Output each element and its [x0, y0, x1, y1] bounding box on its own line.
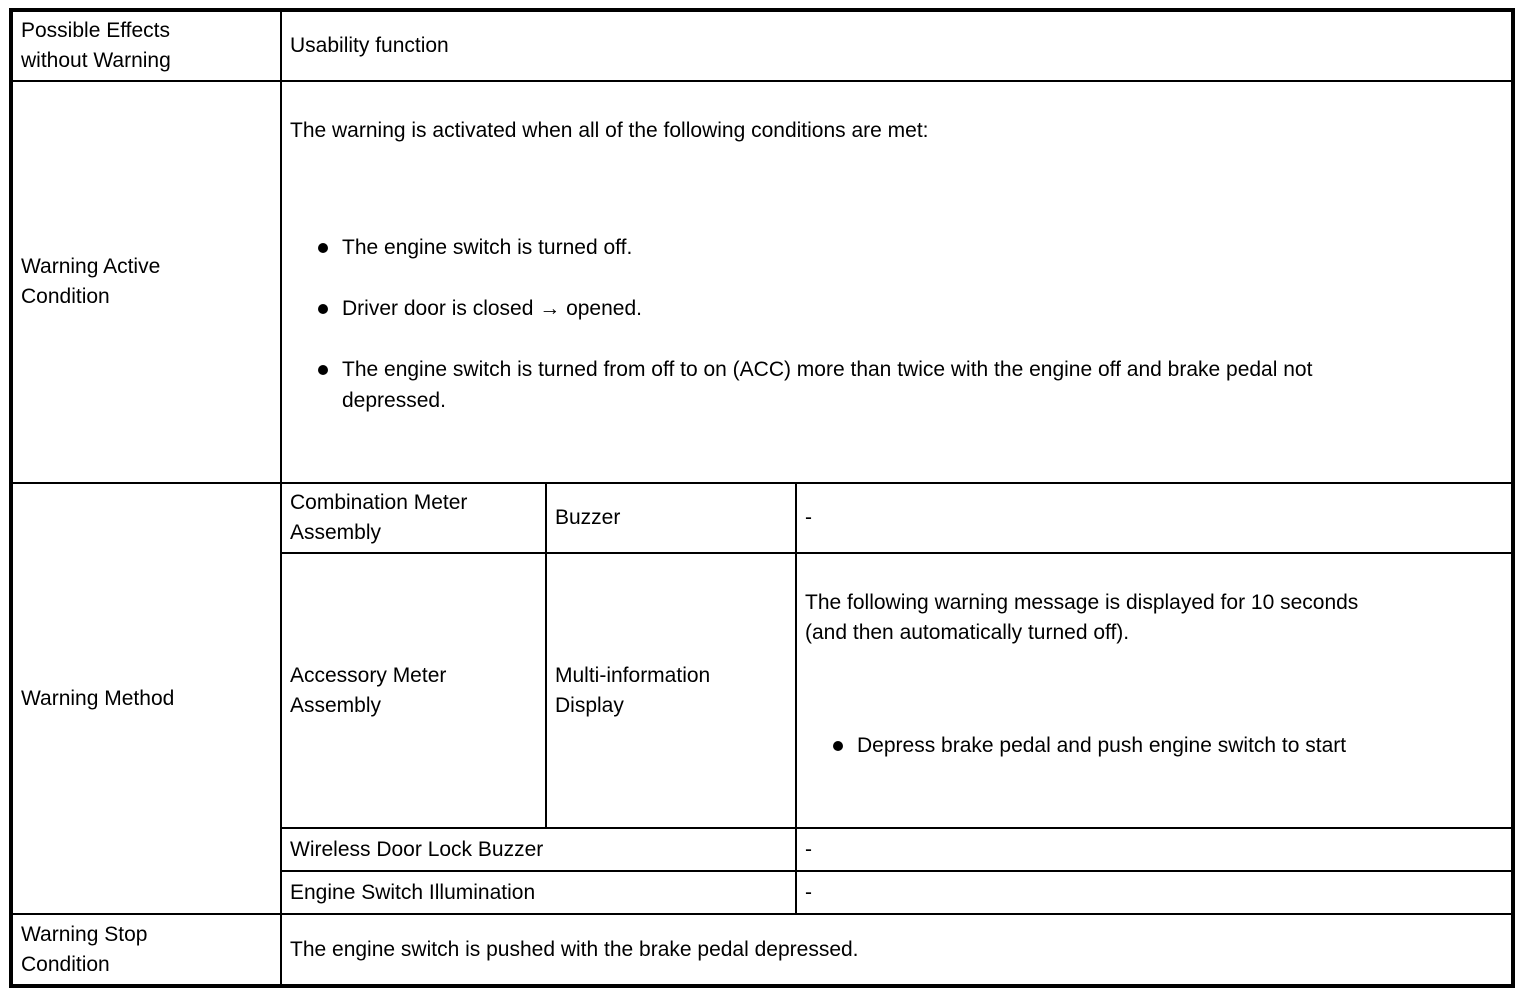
condition-text: The engine switch is turned from off to …	[342, 358, 1313, 412]
list-item: Driver door is closed → opened.	[318, 293, 1503, 324]
possible-effects-label: Possible Effects without Warning	[10, 9, 282, 82]
warning-message-list: Depress brake pedal and push engine swit…	[805, 700, 1503, 791]
row-possible-effects: Possible Effects without Warning Usabili…	[10, 9, 1514, 82]
method-component: Combination Meter Assembly	[280, 482, 547, 554]
bullet-icon	[318, 365, 328, 375]
warning-active-condition-list: The engine switch is turned off. Driver …	[290, 202, 1503, 446]
method-component: Accessory Meter Assembly	[280, 552, 547, 829]
row-warning-active-condition: Warning Active Condition The warning is …	[10, 80, 1514, 484]
warning-message-text: Depress brake pedal and push engine swit…	[857, 734, 1347, 757]
warning-stop-condition-label: Warning Stop Condition	[10, 913, 282, 987]
method-component: Engine Switch Illumination	[280, 870, 797, 915]
bullet-icon	[833, 741, 843, 751]
warning-message-intro: The following warning message is display…	[805, 591, 1359, 644]
method-part: Multi-information Display	[545, 552, 797, 829]
document-page: Possible Effects without Warning Usabili…	[9, 8, 1515, 988]
method-description: -	[795, 870, 1514, 915]
bullet-icon	[318, 243, 328, 253]
warning-active-intro: The warning is activated when all of the…	[290, 119, 929, 142]
list-item: The engine switch is turned from off to …	[318, 354, 1503, 416]
method-description: -	[795, 827, 1514, 872]
warning-spec-table: Possible Effects without Warning Usabili…	[9, 8, 1515, 988]
method-description: -	[795, 482, 1514, 554]
list-item: The engine switch is turned off.	[318, 232, 1503, 263]
method-component: Wireless Door Lock Buzzer	[280, 827, 797, 872]
list-item: Depress brake pedal and push engine swit…	[833, 730, 1503, 761]
warning-stop-condition-value: The engine switch is pushed with the bra…	[280, 913, 1514, 987]
bullet-icon	[318, 304, 328, 314]
warning-active-condition-label: Warning Active Condition	[10, 80, 282, 484]
row-warning-method-buzzer: Warning Method Combination Meter Assembl…	[10, 482, 1514, 915]
condition-text: The engine switch is turned off.	[342, 236, 633, 259]
method-part: Buzzer	[545, 482, 797, 554]
warning-active-condition-cell: The warning is activated when all of the…	[280, 80, 1514, 484]
row-warning-stop-condition: Warning Stop Condition The engine switch…	[10, 913, 1514, 987]
condition-text: Driver door is closed → opened.	[342, 297, 642, 320]
possible-effects-value: Usability function	[280, 9, 1514, 82]
method-description-cell: The following warning message is display…	[795, 552, 1514, 829]
warning-method-label: Warning Method	[10, 482, 282, 915]
